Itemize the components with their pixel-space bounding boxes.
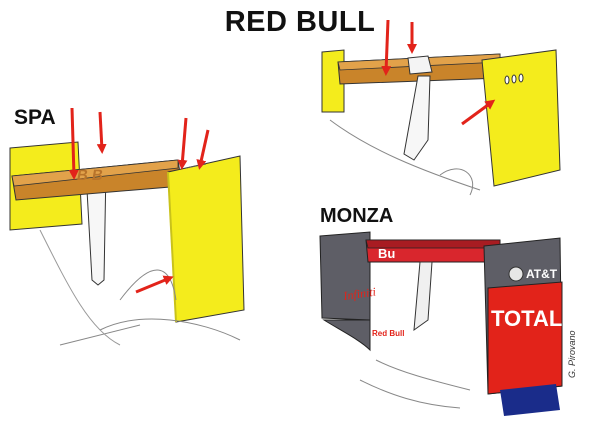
closeup-arrow-3	[461, 99, 496, 126]
monza-sponsors: AT&T TOTAL Infiniti Red Bull	[341, 267, 562, 338]
spa-closeup-wing	[321, 49, 561, 196]
closeup-arrows	[381, 19, 496, 126]
spa-arrow-1	[68, 107, 79, 180]
spa-arrows	[68, 107, 210, 294]
monza-rear-wing: Bu	[319, 231, 563, 416]
spa-right-endplate	[167, 155, 245, 323]
sponsor-att: AT&T	[526, 267, 558, 281]
monza-label: MONZA	[320, 205, 394, 227]
monza-pylon	[413, 261, 433, 332]
svg-text:Bu: Bu	[378, 246, 395, 261]
spa-arrow-5	[135, 275, 174, 294]
spa-arrow-4	[196, 129, 210, 170]
svg-text:B B: B B	[76, 167, 105, 184]
closeup-pylon	[403, 75, 431, 161]
spa-rear-wing: B B	[9, 141, 245, 346]
spa-arrow-2	[96, 111, 107, 154]
sponsor-infiniti: Infiniti	[341, 285, 376, 304]
page-title: RED BULL	[224, 6, 376, 38]
monza-left-endplate	[319, 231, 371, 321]
sponsor-total: TOTAL	[491, 306, 562, 331]
closeup-right-endplate	[481, 49, 561, 187]
spa-arrow-3	[177, 117, 188, 170]
spa-label: SPA	[14, 106, 56, 129]
closeup-arrow-1	[381, 19, 392, 76]
sponsor-redbull: Red Bull	[372, 329, 404, 338]
